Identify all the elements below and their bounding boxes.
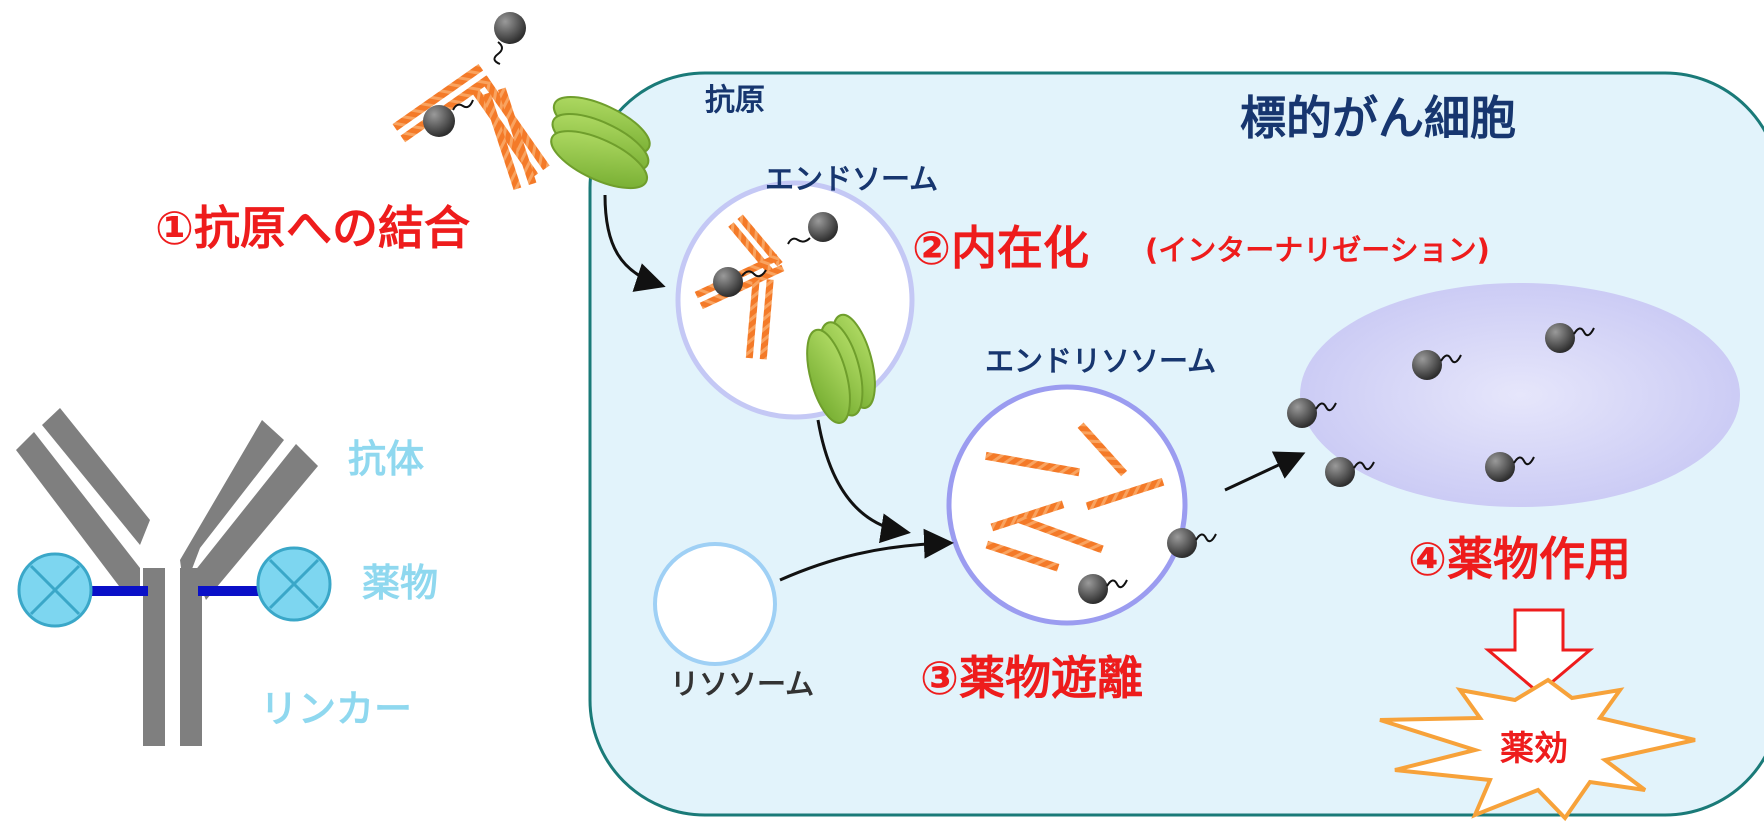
drug-icon: [713, 267, 743, 297]
drug-icon: [423, 105, 455, 137]
antibody-fragments: [985, 422, 1165, 572]
arrow-release-to-nucleus: [1224, 451, 1306, 492]
arrow-lysosome-to-endolysosome: [779, 528, 954, 582]
step2-label: ②内在化: [912, 221, 1089, 275]
drug-icon: [1167, 528, 1197, 558]
arrow-endosome-to-endolysosome: [816, 419, 911, 544]
step3-label: ③薬物遊離: [920, 651, 1143, 705]
linker-icon: [787, 237, 811, 245]
linker-icon: [1106, 579, 1128, 589]
legend-drug-label: 薬物: [362, 561, 439, 605]
step4-label: ④薬物作用: [1408, 532, 1631, 586]
step2-note: (インターナリゼーション): [1145, 233, 1490, 267]
legend-antibody-label: 抗体: [348, 437, 425, 481]
released-drugs: [1287, 323, 1595, 487]
step1-label: ①抗原への結合: [155, 201, 470, 255]
endolysosome-label: エンドリソソーム: [985, 344, 1217, 378]
drug-icon: [494, 12, 526, 44]
effect-label: 薬効: [1500, 729, 1568, 769]
legend-antibody: [16, 408, 318, 746]
endosome-label: エンドソーム: [765, 162, 939, 196]
linker-icon: [493, 41, 503, 65]
endolysosome: [946, 384, 1188, 626]
legend-linker-label: リンカー: [260, 687, 413, 731]
effect-starburst: [1379, 677, 1696, 822]
linker-icon: [741, 269, 767, 278]
legend-drug-right: [256, 546, 332, 622]
effect-arrow: [1483, 608, 1595, 695]
drug-icon: [808, 212, 838, 242]
lysosome-label: リソソーム: [670, 667, 815, 701]
adc-outside: [392, 63, 550, 190]
antigen-outside: [550, 96, 651, 190]
nucleus: [1300, 283, 1740, 507]
arrow-binding-to-endosome: [603, 194, 666, 292]
linker-icon: [452, 99, 474, 111]
linker-icon: [1195, 533, 1217, 543]
drug-icon: [1078, 574, 1108, 604]
antigen-label: 抗原: [705, 83, 765, 118]
legend-drug-left: [17, 552, 93, 628]
antigen-in-endosome: [806, 313, 876, 424]
cell-title: 標的がん細胞: [1240, 91, 1516, 145]
lysosome: [653, 542, 777, 666]
